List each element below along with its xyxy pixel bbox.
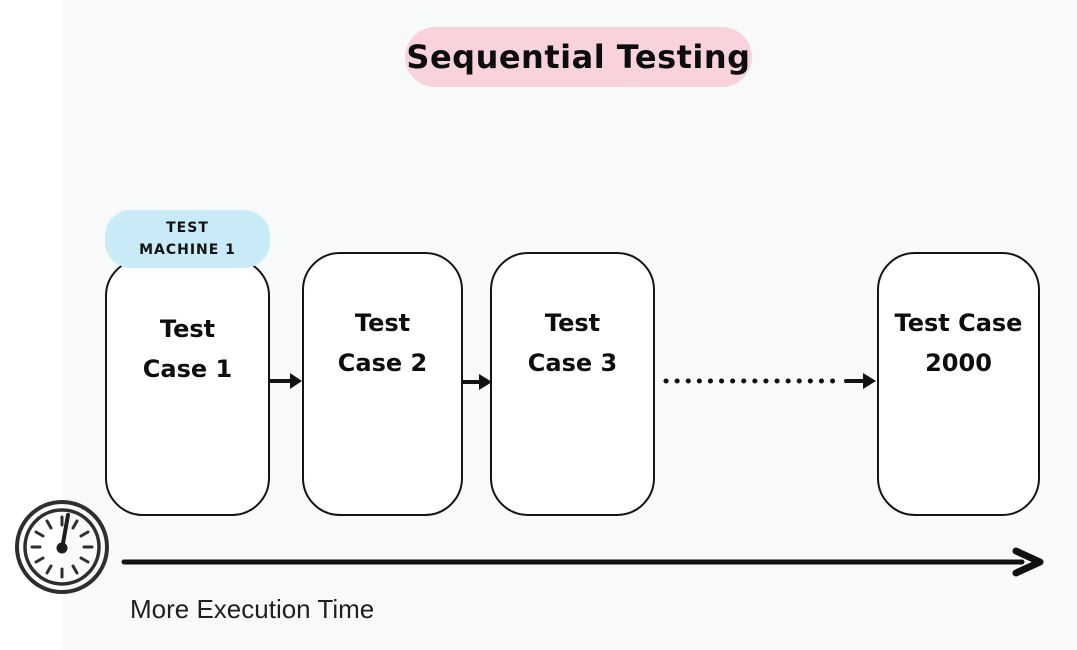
arrow-icon: [459, 374, 492, 390]
test-case-1-label-line2: Case 1: [142, 354, 233, 383]
test-case-3-label-line1: Test: [544, 309, 601, 337]
diagram-title: Sequential Testing: [405, 27, 752, 87]
clock-icon: [15, 500, 109, 594]
test-case-2-box: Test Case 2: [302, 252, 463, 516]
timeline-label: More Execution Time: [130, 594, 375, 624]
test-machine-label-line1: TEST: [166, 219, 209, 236]
test-case-3-label-line2: Case 3: [527, 348, 618, 377]
timeline-arrow-icon: [121, 547, 1044, 577]
test-machine-label-line2: MACHINE 1: [139, 242, 236, 258]
arrow-icon: [266, 373, 302, 389]
left-margin-strip: [0, 0, 62, 650]
test-machine-label: TEST MACHINE 1: [105, 210, 270, 268]
dotted-arrow-icon: [663, 373, 876, 389]
test-case-3-box: Test Case 3: [490, 252, 655, 516]
test-case-2000-label-line2: 2000: [925, 348, 992, 377]
test-case-2000-box: Test Case 2000: [877, 252, 1040, 516]
test-case-1-box: Test Case 1: [105, 258, 270, 516]
test-case-1-label-line1: Test: [159, 315, 216, 343]
test-case-2000-label-line1: Test Case: [894, 309, 1023, 337]
diagram-title-text: Sequential Testing: [406, 38, 751, 76]
test-case-2-label-line1: Test: [354, 309, 411, 337]
test-case-2-label-line2: Case 2: [337, 348, 428, 377]
